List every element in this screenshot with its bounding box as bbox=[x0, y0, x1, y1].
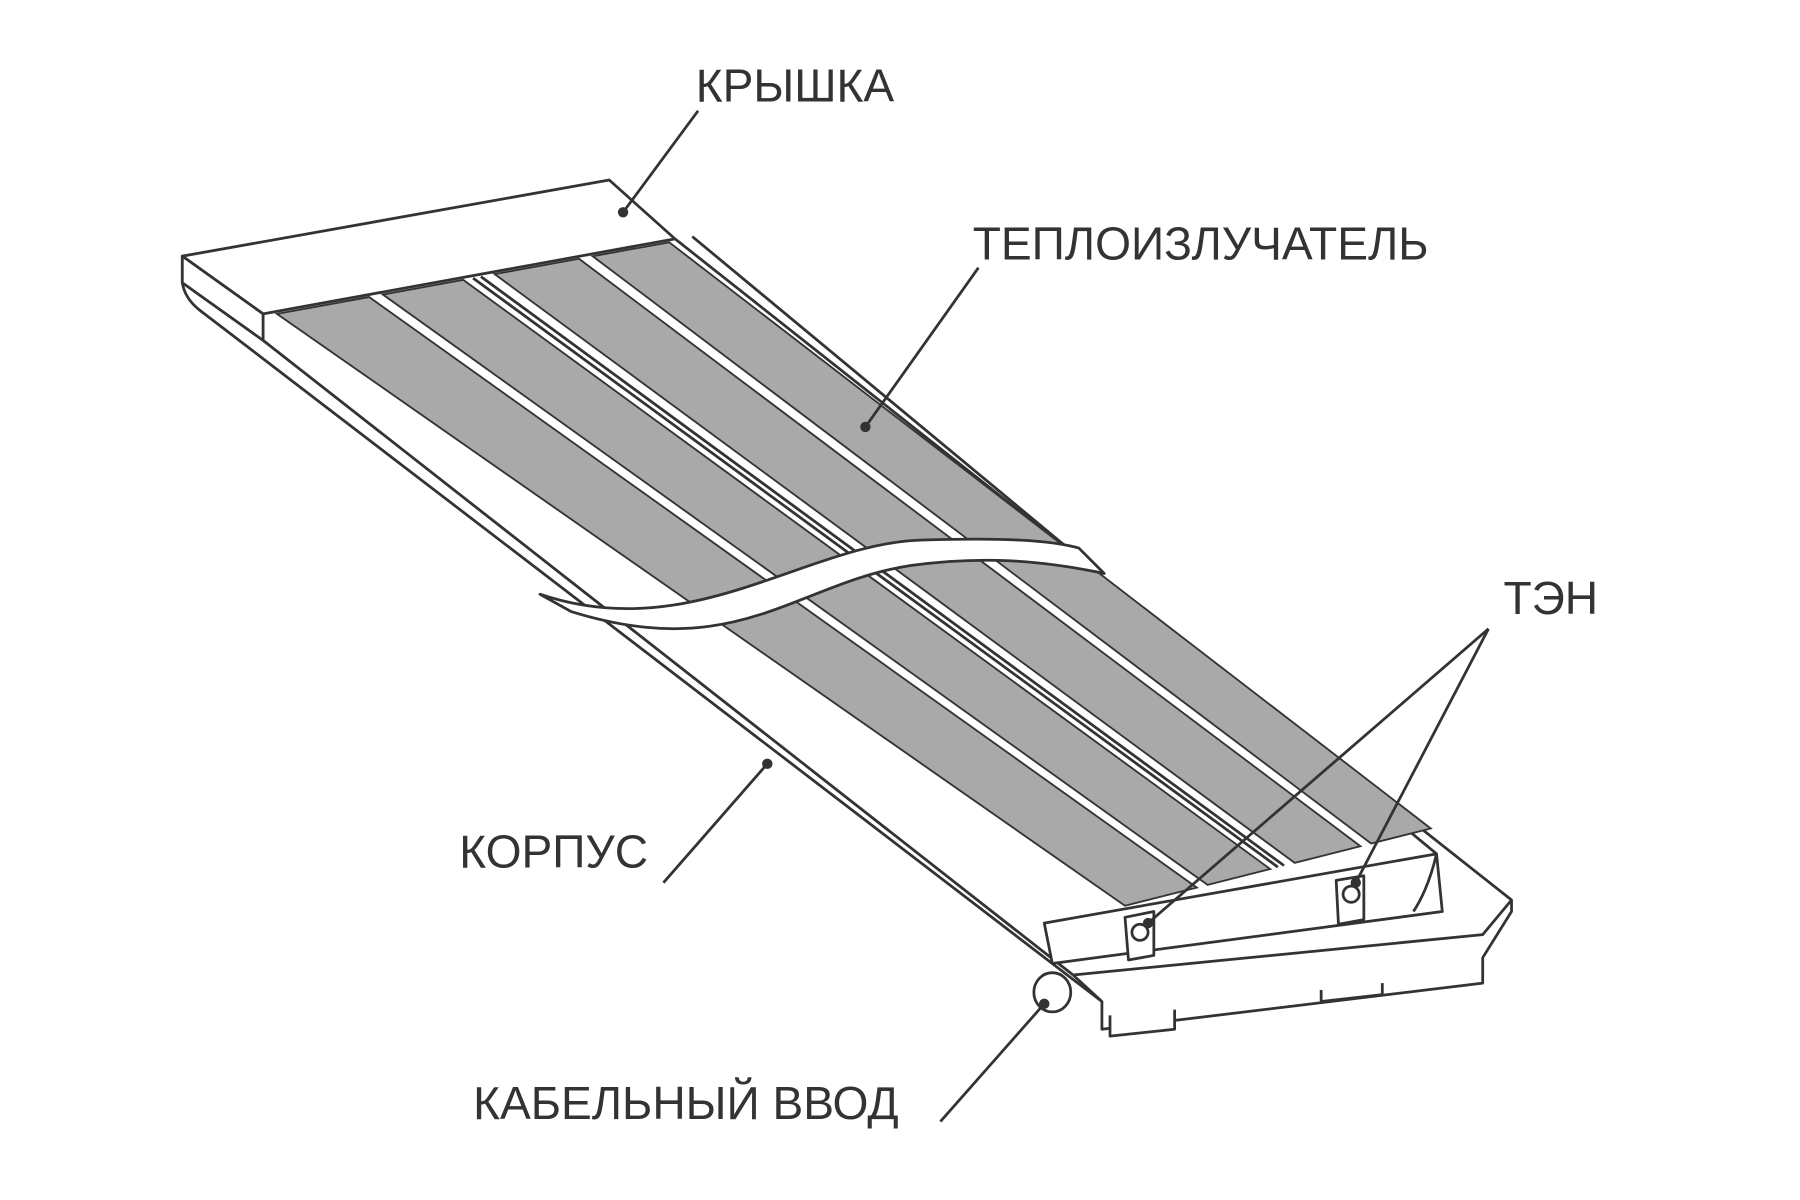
label-cable-entry: КАБЕЛЬНЫЙ ВВОД bbox=[473, 1077, 899, 1129]
label-radiator: ТЕПЛОИЗЛУЧАТЕЛЬ bbox=[973, 218, 1429, 270]
label-heating-element: ТЭН bbox=[1503, 572, 1598, 624]
callout-heating-element: ТЭН bbox=[1142, 572, 1598, 929]
cutaway-band bbox=[538, 537, 1106, 631]
callout-radiator: ТЕПЛОИЗЛУЧАТЕЛЬ bbox=[860, 218, 1429, 433]
callout-cable-entry: КАБЕЛЬНЫЙ ВВОД bbox=[473, 998, 1050, 1129]
label-lid: КРЫШКА bbox=[696, 60, 895, 112]
cable-gland bbox=[1032, 971, 1073, 1014]
callout-housing: КОРПУС bbox=[459, 758, 773, 884]
callout-lid: КРЫШКА bbox=[617, 60, 895, 218]
label-housing: КОРПУС bbox=[459, 826, 648, 878]
lid bbox=[180, 178, 677, 342]
